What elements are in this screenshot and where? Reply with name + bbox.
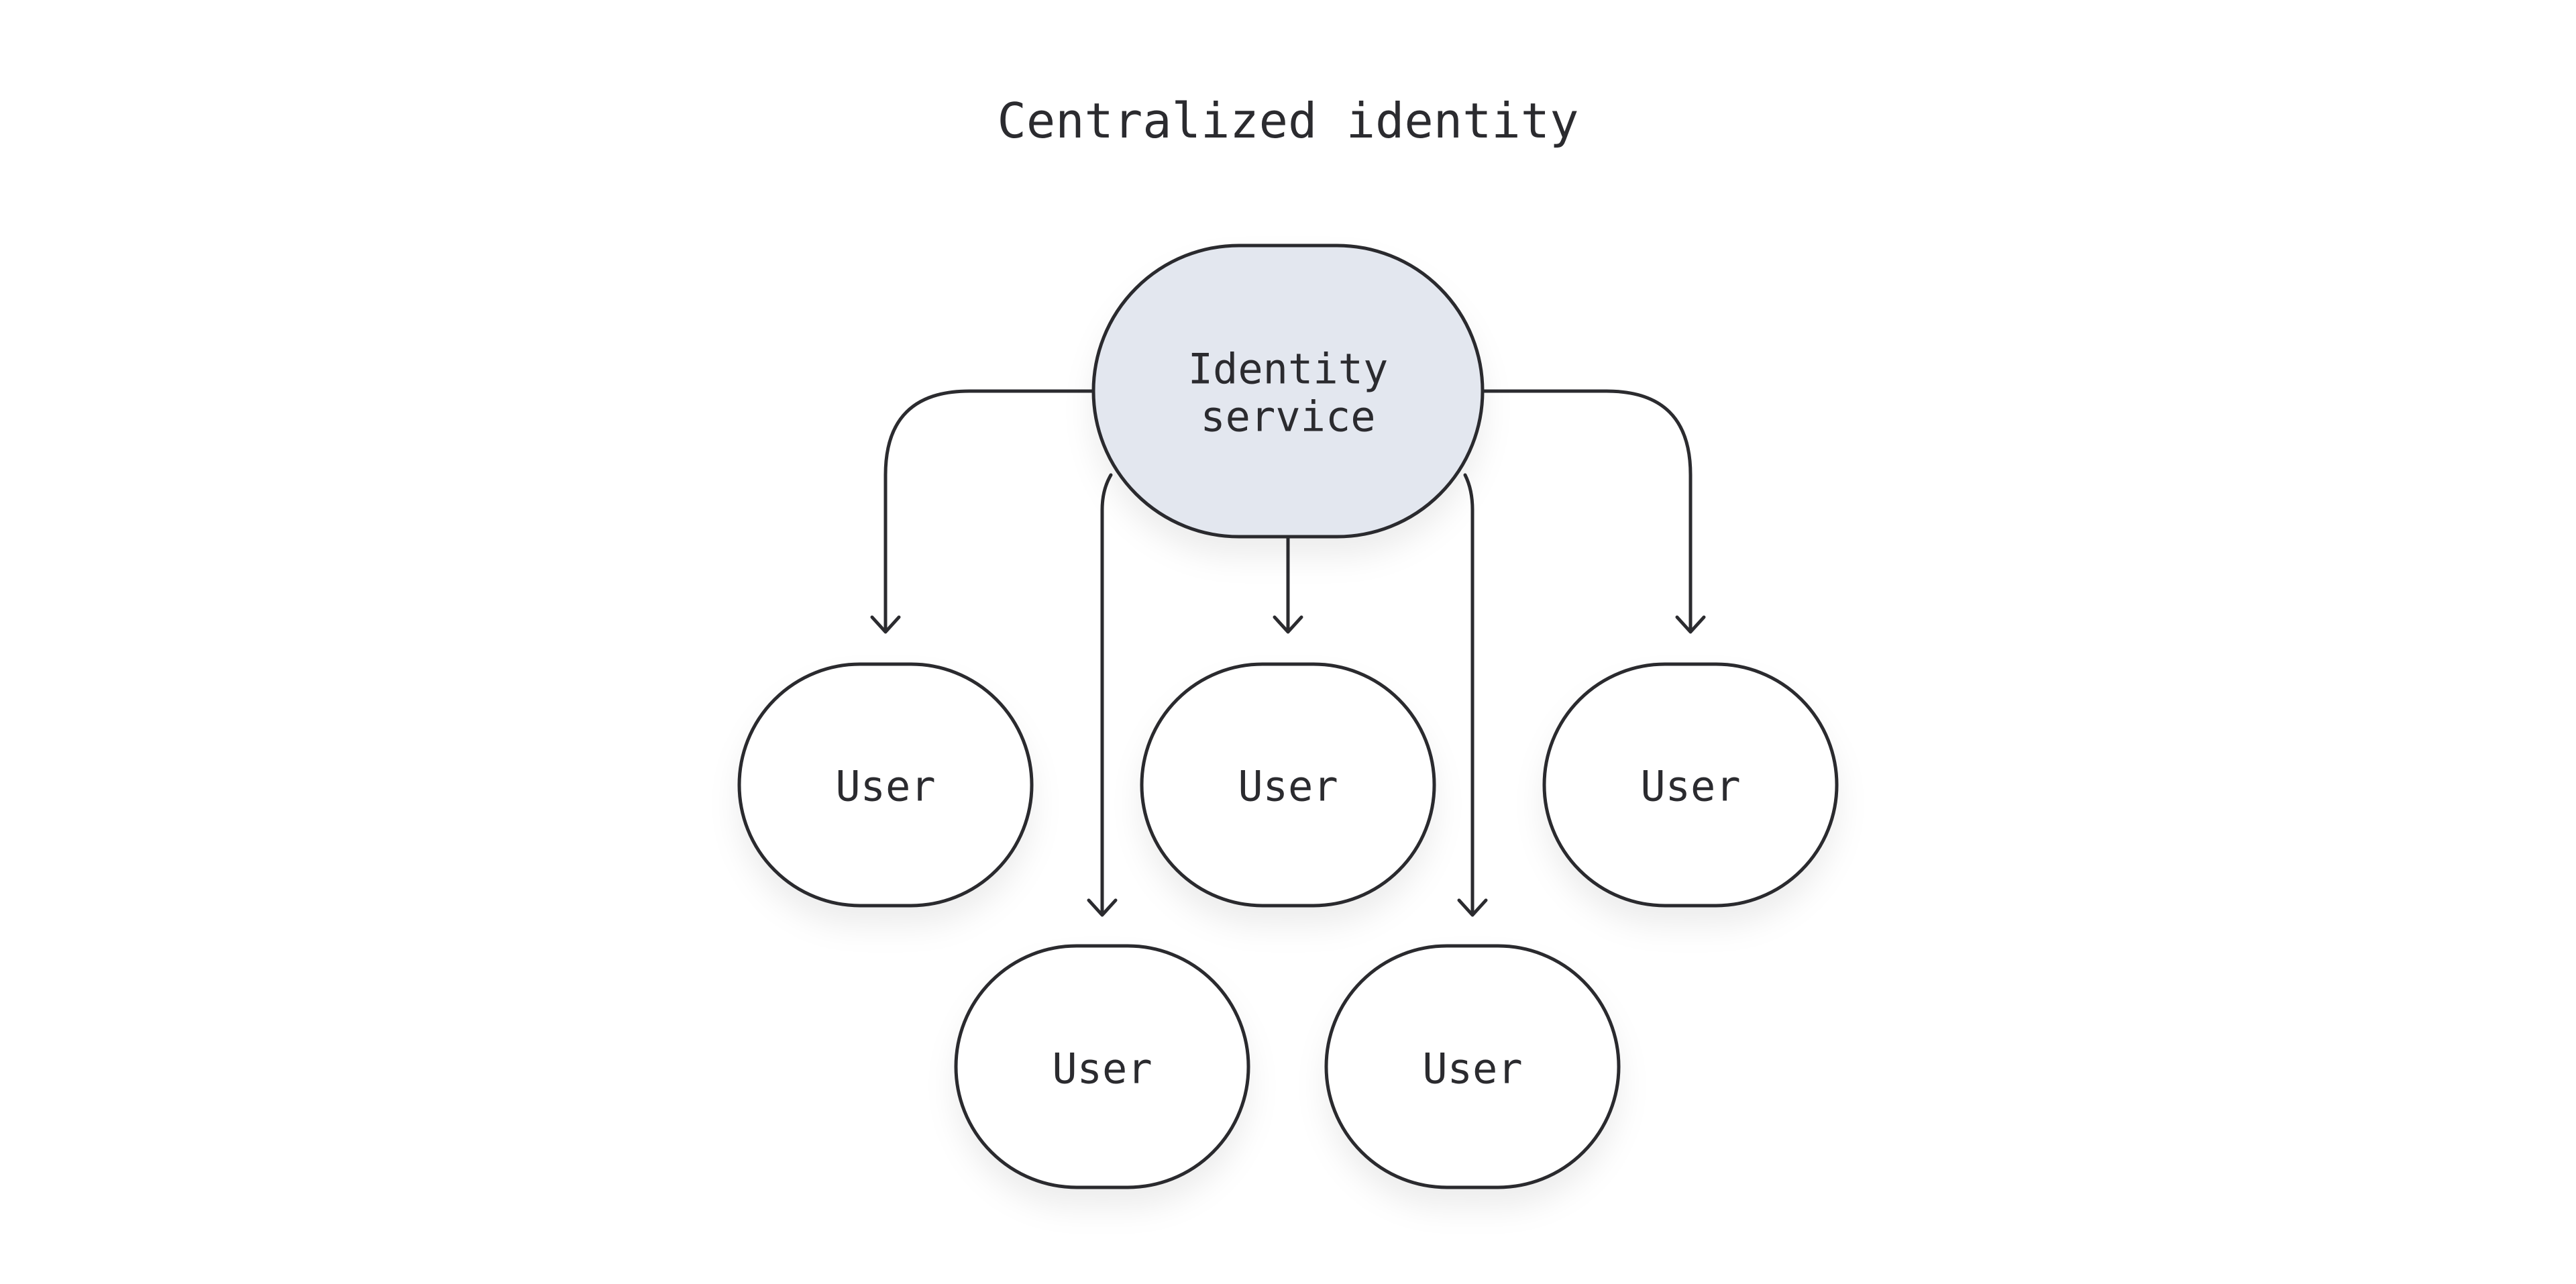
edge-service-to-user-3 (1481, 389, 1706, 634)
user-node-2-label: User (1238, 762, 1338, 811)
user-node-1-label: User (835, 762, 935, 811)
user-node-5-label: User (1422, 1045, 1522, 1093)
identity-service-label-line-1: Identity (1188, 345, 1389, 394)
edges-group (870, 389, 1706, 917)
user-node-4-label: User (1052, 1045, 1152, 1093)
edge-service-to-user-1 (870, 389, 1095, 634)
user-node-4: User (954, 944, 1250, 1189)
user-node-5: User (1324, 944, 1621, 1189)
diagram-title: Centralized identity (998, 93, 1579, 149)
edge-service-to-user-2 (1273, 535, 1303, 634)
user-node-3: User (1542, 662, 1839, 908)
edge-service-to-user-5 (1457, 473, 1488, 917)
user-node-3-label: User (1640, 762, 1740, 811)
user-node-2: User (1140, 662, 1436, 908)
nodes-group: Identity service User User User User (737, 244, 1839, 1189)
edge-service-to-user-4 (1087, 473, 1118, 917)
identity-service-node: Identity service (1091, 244, 1485, 539)
user-node-1: User (737, 662, 1034, 908)
identity-service-label-line-2: service (1200, 392, 1375, 441)
